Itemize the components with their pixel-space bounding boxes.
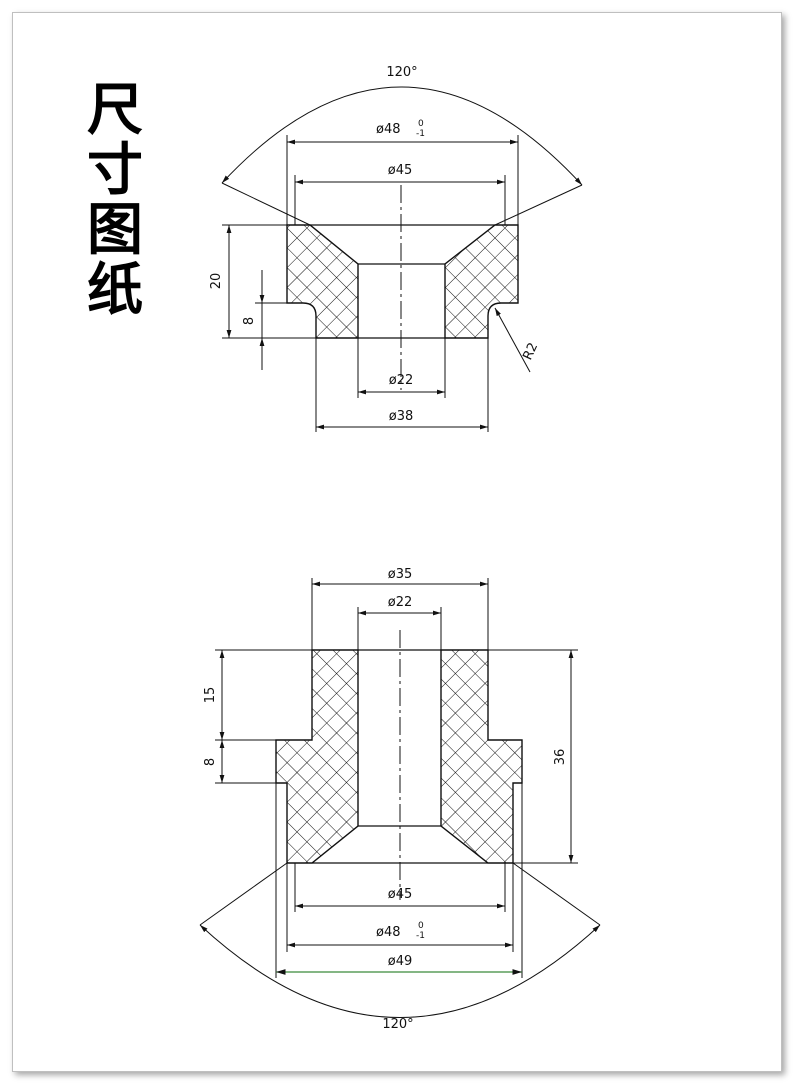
top-outer-tol-lower: -1 <box>416 129 425 139</box>
bottom-outer-tol-upper: 0 <box>418 921 424 931</box>
bottom-height-step-label: 8 <box>203 758 218 766</box>
page-title: 尺 寸 图 纸 <box>80 80 150 320</box>
bottom-left-section <box>275 649 359 864</box>
bottom-top-dia-label: ø35 <box>388 567 413 582</box>
top-radius-label: R2 <box>520 341 541 363</box>
drawing-sheet <box>12 12 782 1072</box>
title-char-4: 纸 <box>87 257 143 323</box>
top-height-step-label: 8 <box>242 317 257 325</box>
title-char-2: 寸 <box>87 137 143 203</box>
bottom-angle-label: 120° <box>382 1017 413 1032</box>
bottom-bore-dia-label: ø22 <box>388 595 413 610</box>
top-chamfer-dia-label: ø45 <box>388 163 413 178</box>
top-outer-tol-upper: 0 <box>418 119 424 129</box>
title-char-1: 尺 <box>87 77 143 143</box>
bottom-height-upper-label: 15 <box>203 687 218 704</box>
bottom-part-view: ø35 ø22 15 8 36 ø45 ø48 0 -1 <box>199 567 601 1032</box>
top-angle-label: 120° <box>386 65 417 80</box>
bottom-outer-tol-lower: -1 <box>416 931 425 941</box>
bottom-angle-arc <box>199 924 601 1018</box>
top-part-view: 120° ø48 0 -1 ø45 20 8 R2 ø22 <box>209 65 583 432</box>
bottom-chamfer-dia-label: ø45 <box>388 887 413 902</box>
top-shoulder-dia-label: ø38 <box>389 409 414 424</box>
bottom-flange-dia-label: ø49 <box>388 954 413 969</box>
top-outer-dia-label: ø48 <box>376 122 401 137</box>
top-height-total-label: 20 <box>209 273 224 290</box>
top-right-section <box>444 224 519 339</box>
top-angle-arc <box>221 86 583 186</box>
bottom-outer-dia-label: ø48 <box>376 925 401 940</box>
top-bore-dia-label: ø22 <box>389 373 414 388</box>
top-left-section <box>286 224 359 339</box>
bottom-right-section <box>440 649 523 864</box>
bottom-height-total-label: 36 <box>553 749 568 766</box>
title-char-3: 图 <box>87 197 143 263</box>
